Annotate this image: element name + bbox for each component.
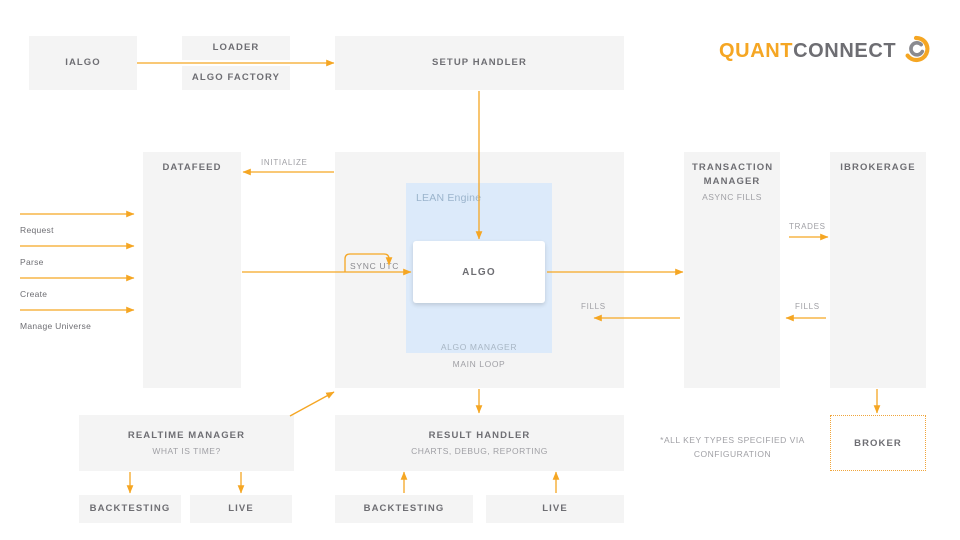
node-result-live-title: LIVE bbox=[542, 503, 568, 515]
node-transaction-manager-subtitle: ASYNC FILLS bbox=[702, 191, 762, 202]
node-algo-manager-label: ALGO MANAGER bbox=[440, 342, 518, 352]
node-algo[interactable]: ALGO bbox=[413, 241, 545, 303]
edge-label-initialize: INITIALIZE bbox=[261, 158, 308, 167]
logo-wordmark: QUANTCONNECT bbox=[719, 40, 896, 63]
node-broker[interactable]: BROKER bbox=[830, 415, 926, 471]
node-loader-title: LOADER bbox=[212, 42, 260, 54]
side-input-label-parse: Parse bbox=[20, 257, 44, 267]
node-realtime-live-title: LIVE bbox=[228, 503, 254, 515]
logo-word-connect: CONNECT bbox=[793, 40, 897, 62]
node-setup-handler-title: SETUP HANDLER bbox=[432, 57, 527, 69]
side-input-label-request: Request bbox=[20, 225, 54, 235]
node-result-backtesting[interactable]: BACKTESTING bbox=[335, 495, 473, 523]
edge-label-fills-brokerage: FILLS bbox=[795, 302, 820, 311]
node-realtime-manager-subtitle: WHAT IS TIME? bbox=[152, 445, 221, 456]
configuration-footnote-line2: CONFIGURATION bbox=[693, 448, 772, 459]
node-ialgo[interactable]: IALGO bbox=[29, 36, 137, 90]
node-realtime-manager[interactable]: REALTIME MANAGER WHAT IS TIME? bbox=[79, 415, 294, 471]
node-lean-engine-title: LEAN Engine bbox=[416, 192, 482, 204]
edge-label-trades: TRADES bbox=[789, 222, 826, 231]
node-main-loop-label: MAIN LOOP bbox=[452, 359, 506, 369]
configuration-footnote: *ALL KEY TYPES SPECIFIED VIA CONFIGURATI… bbox=[655, 434, 810, 461]
node-ibrokerage-title: IBROKERAGE bbox=[840, 162, 916, 173]
configuration-footnote-line1: *ALL KEY TYPES SPECIFIED VIA bbox=[660, 435, 805, 445]
node-ibrokerage[interactable]: IBROKERAGE bbox=[830, 152, 926, 388]
node-realtime-live[interactable]: LIVE bbox=[190, 495, 292, 523]
node-transaction-manager[interactable]: TRANSACTION MANAGER ASYNC FILLS bbox=[684, 152, 780, 388]
node-realtime-backtesting-title: BACKTESTING bbox=[89, 503, 171, 515]
side-input-label-manage-universe: Manage Universe bbox=[20, 321, 92, 331]
node-result-handler-subtitle: CHARTS, DEBUG, REPORTING bbox=[411, 445, 548, 456]
node-result-backtesting-title: BACKTESTING bbox=[363, 503, 445, 515]
node-result-live[interactable]: LIVE bbox=[486, 495, 624, 523]
node-algo-factory[interactable]: ALGO FACTORY bbox=[182, 66, 290, 90]
node-result-handler[interactable]: RESULT HANDLER CHARTS, DEBUG, REPORTING bbox=[335, 415, 624, 471]
node-setup-handler[interactable]: SETUP HANDLER bbox=[335, 36, 624, 90]
node-datafeed-title: DATAFEED bbox=[162, 162, 222, 173]
logo-word-quant: QUANT bbox=[719, 40, 794, 62]
node-transaction-manager-title: TRANSACTION MANAGER bbox=[692, 162, 774, 187]
node-algo-factory-title: ALGO FACTORY bbox=[191, 72, 281, 84]
arrow-realtime-manager-to-engine bbox=[289, 391, 335, 417]
node-algo-title: ALGO bbox=[462, 266, 496, 278]
node-realtime-backtesting[interactable]: BACKTESTING bbox=[79, 495, 181, 523]
node-datafeed[interactable]: DATAFEED bbox=[143, 152, 241, 388]
node-realtime-manager-title: REALTIME MANAGER bbox=[127, 429, 246, 441]
node-result-handler-title: RESULT HANDLER bbox=[428, 429, 531, 441]
node-loader[interactable]: LOADER bbox=[182, 36, 290, 60]
node-ialgo-title: IALGO bbox=[65, 57, 101, 69]
quantconnect-spiral-icon bbox=[902, 35, 930, 68]
edge-label-sync-utc: SYNC UTC bbox=[350, 261, 400, 271]
side-input-label-create: Create bbox=[20, 289, 48, 299]
node-broker-title: BROKER bbox=[854, 437, 902, 449]
edge-label-fills-engine: FILLS bbox=[581, 302, 606, 311]
quantconnect-logo: QUANTCONNECT bbox=[719, 35, 930, 68]
